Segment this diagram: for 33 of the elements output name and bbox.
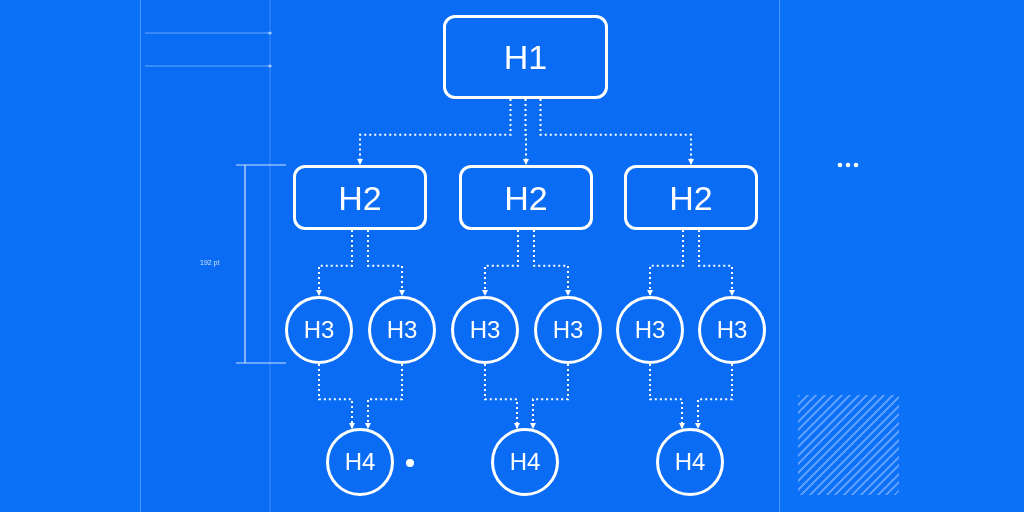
hatched-square [798,395,899,495]
dotted-arrow [539,98,694,165]
heading-label: H3 [469,318,501,342]
heading-box [459,165,593,230]
heading-box [443,15,608,99]
heading-label: H3 [303,318,335,342]
dotted-arrow [316,229,353,296]
heading-box [293,165,427,230]
dotted-arrow [533,229,571,296]
heading-label: H4 [344,450,376,474]
dotted-arrow [367,229,405,296]
dotted-arrow [695,363,733,429]
heading-label: H3 [552,318,584,342]
dotted-arrow [649,363,685,429]
heading-label: H2 [338,180,382,215]
dotted-arrow [698,229,735,296]
heading-box [624,165,758,230]
dotted-arrow [523,98,529,165]
dotted-arrow [482,229,519,296]
heading-label: H2 [669,180,713,215]
dotted-arrow [365,363,403,429]
heading-label: H1 [503,40,548,74]
dotted-arrow [357,98,512,165]
heading-label: H4 [674,450,706,474]
heading-label: H3 [716,318,748,342]
dotted-arrow [318,363,355,429]
heading-label: H3 [386,318,418,342]
heading-label: H2 [504,180,548,215]
dotted-arrow [530,363,569,429]
heading-label: H4 [509,450,541,474]
heading-label: H3 [634,318,666,342]
dotted-arrow [647,229,684,296]
dotted-arrow [484,363,520,429]
